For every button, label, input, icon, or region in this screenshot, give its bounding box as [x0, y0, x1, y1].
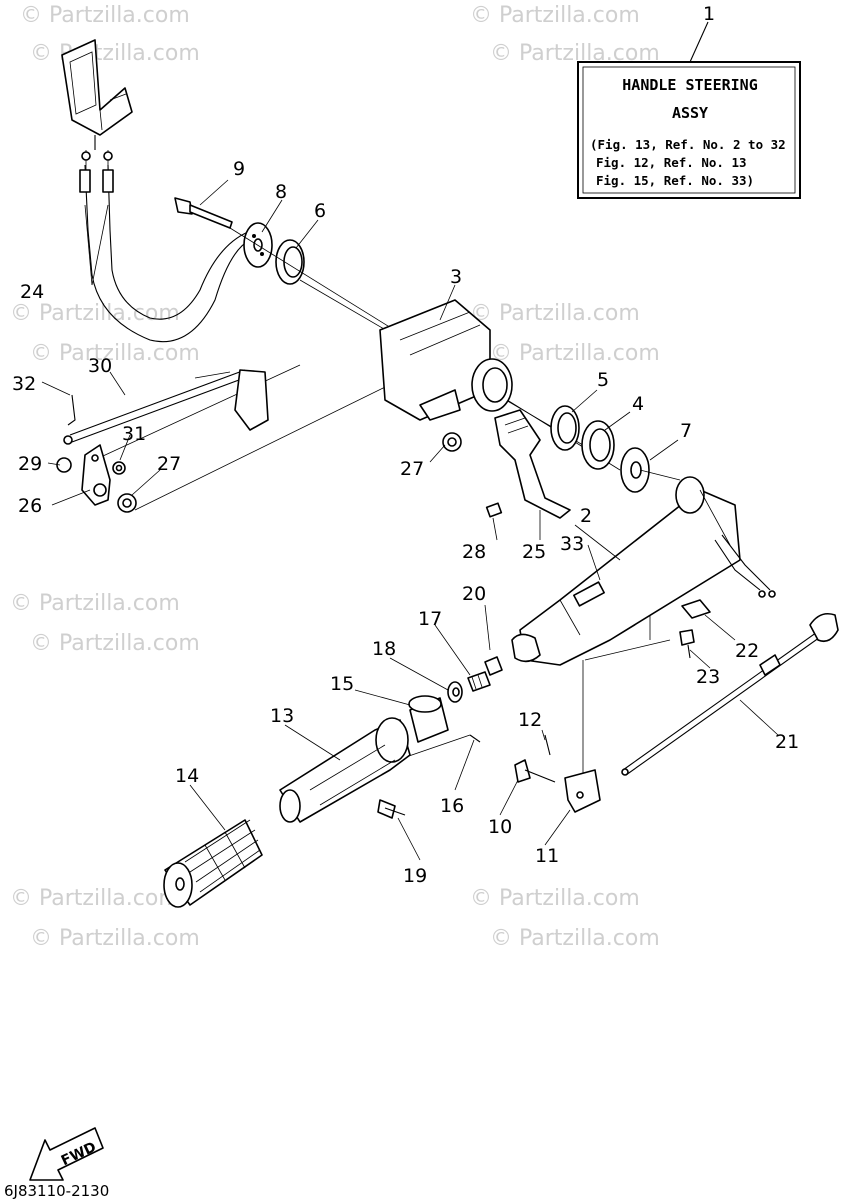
- callout-11: 11: [535, 845, 559, 867]
- fwd-arrow: FWD: [29, 1127, 104, 1181]
- callout-16: 16: [440, 795, 464, 817]
- lever-25: [494, 409, 571, 519]
- assy-title-1: HANDLE STEERING: [622, 76, 757, 94]
- collar-27-left: [117, 493, 137, 513]
- screw-19: [377, 799, 406, 819]
- callout-8: 8: [275, 181, 287, 203]
- grip-shaft-13: [279, 717, 411, 823]
- watermark: © Partzilla.com: [30, 341, 200, 366]
- callout-31: 31: [122, 423, 146, 445]
- throttle-cables: [79, 150, 251, 343]
- shaft-21: [621, 612, 839, 776]
- callout-14: 14: [175, 765, 199, 787]
- washer-5: [550, 405, 580, 451]
- callout-15: 15: [330, 673, 354, 695]
- watermark: © Partzilla.com: [20, 3, 190, 28]
- assy-note-1: (Fig. 13, Ref. No. 2 to 32: [590, 137, 786, 152]
- steering-bracket-3: [379, 299, 513, 421]
- pin-12: [544, 734, 551, 756]
- bolt-9: [174, 197, 233, 229]
- watermark: © Partzilla.com: [30, 631, 200, 656]
- callout-26: 26: [18, 495, 42, 517]
- callout-29: 29: [18, 453, 42, 475]
- callout-25: 25: [522, 541, 546, 563]
- assy-note-3: Fig. 15, Ref. No. 33): [596, 173, 754, 188]
- callout-24: 24: [20, 281, 44, 303]
- plate-11: [564, 769, 601, 813]
- callout-32: 32: [12, 373, 36, 395]
- nut-29: [56, 457, 72, 473]
- callout-7: 7: [680, 420, 692, 442]
- twist-grip-14: [163, 819, 263, 908]
- callout-2: 2: [580, 505, 592, 527]
- clamp-22: [681, 599, 711, 619]
- callout-18: 18: [372, 638, 396, 660]
- watermark: © Partzilla.com: [10, 591, 180, 616]
- callout-27-left: 27: [157, 453, 181, 475]
- link-rod-30: [63, 369, 269, 445]
- pin-32: [67, 394, 76, 426]
- callout-19: 19: [403, 865, 427, 887]
- callout-33: 33: [560, 533, 584, 555]
- collar-27: [442, 432, 462, 452]
- assy-box-inner: [582, 66, 796, 194]
- callout-10: 10: [488, 816, 512, 838]
- pin-16: [469, 734, 481, 743]
- watermark: © Partzilla.com: [470, 886, 640, 911]
- callout-9: 9: [233, 158, 245, 180]
- callout-17: 17: [418, 608, 442, 630]
- washer-18: [447, 681, 463, 703]
- washer-31: [112, 461, 126, 475]
- lever-26: [81, 444, 111, 506]
- callouts: 2 3 4 5 6 7 8 9 10 11 12 13 14 15 16 17 …: [12, 158, 799, 887]
- drawing-code: 6J83110-2130: [4, 1182, 109, 1200]
- bushing-6: [275, 239, 305, 285]
- callout-1: 1: [703, 3, 715, 25]
- watermark: © Partzilla.com: [10, 886, 180, 911]
- screw-20: [484, 656, 503, 676]
- watermark: © Partzilla.com: [490, 341, 660, 366]
- bolt-10: [514, 759, 556, 783]
- callout-21: 21: [775, 731, 799, 753]
- callout-28: 28: [462, 541, 486, 563]
- assy-title-2: ASSY: [672, 104, 708, 122]
- spring-17: [467, 671, 491, 692]
- assy-note-2: Fig. 12, Ref. No. 13: [596, 155, 747, 170]
- bolt-23: [679, 629, 695, 659]
- callout-13: 13: [270, 705, 294, 727]
- cable-bracket: [61, 39, 133, 150]
- callout-23: 23: [696, 666, 720, 688]
- leader-lines: [41, 179, 779, 861]
- callout-3: 3: [450, 266, 462, 288]
- watermarks: © Partzilla.com © Partzilla.com © Partzi…: [10, 3, 660, 951]
- callout-12: 12: [518, 709, 542, 731]
- callout-20: 20: [462, 583, 486, 605]
- watermark: © Partzilla.com: [10, 301, 180, 326]
- assy-box-frame: [577, 61, 801, 199]
- callout-22: 22: [735, 640, 759, 662]
- assy-info-box: 1 HANDLE STEERING ASSY (Fig. 13, Ref. No…: [577, 3, 801, 199]
- watermark: © Partzilla.com: [490, 926, 660, 951]
- callout-30: 30: [88, 355, 112, 377]
- collar-15: [408, 695, 449, 743]
- watermark: © Partzilla.com: [470, 301, 640, 326]
- watermark: © Partzilla.com: [30, 41, 200, 66]
- callout-5: 5: [597, 369, 609, 391]
- pin-28: [485, 502, 503, 518]
- callout-6: 6: [314, 200, 326, 222]
- watermark: © Partzilla.com: [470, 3, 640, 28]
- callout-4: 4: [632, 393, 644, 415]
- steering-handle-2: [511, 476, 776, 666]
- leader-line: [689, 21, 709, 63]
- plate-8: [243, 222, 273, 268]
- plate-7: [620, 447, 681, 493]
- washer-4: [581, 420, 615, 470]
- callout-27-right: 27: [400, 458, 424, 480]
- watermark: © Partzilla.com: [30, 926, 200, 951]
